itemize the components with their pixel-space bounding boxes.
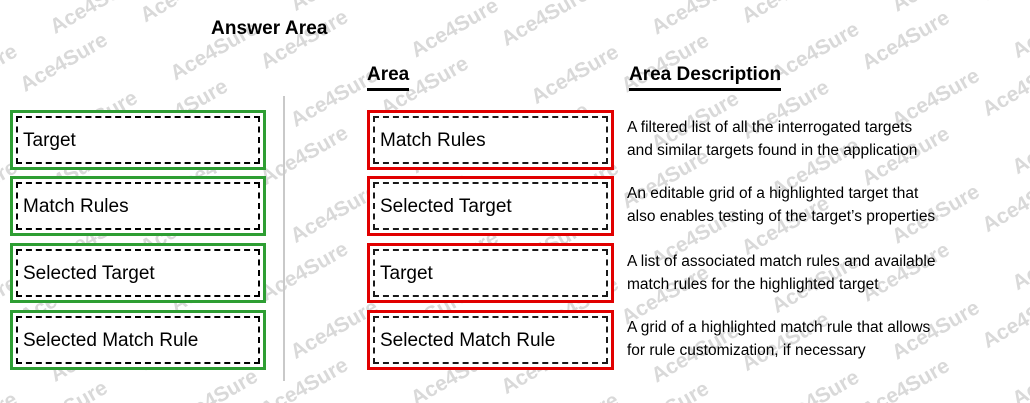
description-line: A grid of a highlighted match rule that … xyxy=(627,319,931,336)
watermark-text: Ace4Sure xyxy=(858,6,954,75)
answer-option-target[interactable]: Target xyxy=(10,110,266,170)
answer-option-match-rules[interactable]: Match Rules xyxy=(10,176,266,236)
watermark-text: Ace4Sure xyxy=(16,28,112,97)
watermark-text: Ace4Sure xyxy=(767,17,864,86)
drop-zone-row-1[interactable]: Match Rules xyxy=(367,110,614,170)
drop-zone-border: Selected Match Rule xyxy=(373,316,608,364)
answer-option-label: Selected Match Rule xyxy=(23,329,199,351)
answer-option-selected-target[interactable]: Selected Target xyxy=(10,243,266,303)
watermark-text: Ace4Sure xyxy=(647,0,743,40)
description-line: match rules for the highlighted target xyxy=(627,276,879,293)
answer-option-border: Match Rules xyxy=(16,182,260,230)
watermark-text: Ace4Sure xyxy=(767,365,864,403)
watermark-text: Ace4Sure xyxy=(46,0,142,39)
area-description-row-3: A list of associated match rules and ava… xyxy=(627,250,1027,296)
watermark-text: Ace4Sure xyxy=(1008,0,1030,63)
watermark-text: Ace4Sure xyxy=(16,376,111,403)
drop-zone-border: Selected Target xyxy=(373,182,608,230)
description-line: A filtered list of all the interrogated … xyxy=(627,119,913,136)
watermark-text: Ace4Sure xyxy=(978,52,1030,121)
drop-zone-row-4[interactable]: Selected Match Rule xyxy=(367,310,614,370)
watermark-row: Ace4SureAce4SureAce4SureAce4SureAce4Sure… xyxy=(0,0,1030,72)
description-line: and similar targets found in the applica… xyxy=(627,142,918,159)
drop-zone-row-2[interactable]: Selected Target xyxy=(367,176,614,236)
answer-option-selected-match-rule[interactable]: Selected Match Rule xyxy=(10,310,266,370)
area-description-row-4: A grid of a highlighted match rule that … xyxy=(627,316,1027,362)
watermark-row: Ace4SureAce4SureAce4SureAce4SureAce4Sure… xyxy=(0,0,1030,14)
drop-zone-label: Selected Target xyxy=(380,195,512,217)
description-line: A list of associated match rules and ava… xyxy=(627,253,936,270)
area-description-row-1: A filtered list of all the interrogated … xyxy=(627,116,1027,162)
watermark-text: Ace4Sure xyxy=(256,353,353,403)
watermark-text: Ace4Sure xyxy=(978,0,1030,5)
watermark-text: Ace4Sure xyxy=(256,237,353,306)
description-line: An editable grid of a highlighted target… xyxy=(627,185,919,202)
drop-zone-border: Target xyxy=(373,249,608,297)
watermark-text: Ace4Sure xyxy=(256,121,353,190)
watermark-text: Ace4Sure xyxy=(738,0,833,28)
drop-zone-label: Match Rules xyxy=(380,129,486,151)
answer-option-label: Selected Target xyxy=(23,262,155,284)
answer-option-border: Selected Match Rule xyxy=(16,316,260,364)
description-line: for rule customization, if necessary xyxy=(627,342,866,359)
watermark-text: Ace4Sure xyxy=(377,0,472,4)
column-divider xyxy=(283,96,285,381)
answer-option-border: Target xyxy=(16,116,260,164)
drop-zone-row-3[interactable]: Target xyxy=(367,243,614,303)
watermark-text: Ace4Sure xyxy=(888,0,983,16)
watermark-text: Ace4Sure xyxy=(0,39,22,108)
watermark-text: Ace4Sure xyxy=(527,388,622,403)
watermark-text: Ace4Sure xyxy=(617,377,712,403)
watermark-text: Ace4Sure xyxy=(527,40,623,109)
watermark-text: Ace4Sure xyxy=(497,0,593,51)
answer-option-label: Match Rules xyxy=(23,195,129,217)
description-line: also enables testing of the target’s pro… xyxy=(627,208,936,225)
column-header-area: Area xyxy=(367,64,410,91)
drop-zone-label: Selected Match Rule xyxy=(380,329,556,351)
watermark-text: Ace4Sure xyxy=(0,388,21,403)
answer-option-label: Target xyxy=(23,129,76,151)
drop-zone-border: Match Rules xyxy=(373,116,608,164)
column-header-area-description: Area Description xyxy=(629,64,782,91)
drop-zone-label: Target xyxy=(380,262,433,284)
answer-option-border: Selected Target xyxy=(16,249,260,297)
watermark-text: Ace4Sure xyxy=(166,364,262,403)
watermark-text: Ace4Sure xyxy=(406,0,503,63)
watermark-text: Ace4Sure xyxy=(287,0,382,16)
area-description-row-2: An editable grid of a highlighted target… xyxy=(627,182,1027,228)
page-title: Answer Area xyxy=(211,18,328,39)
